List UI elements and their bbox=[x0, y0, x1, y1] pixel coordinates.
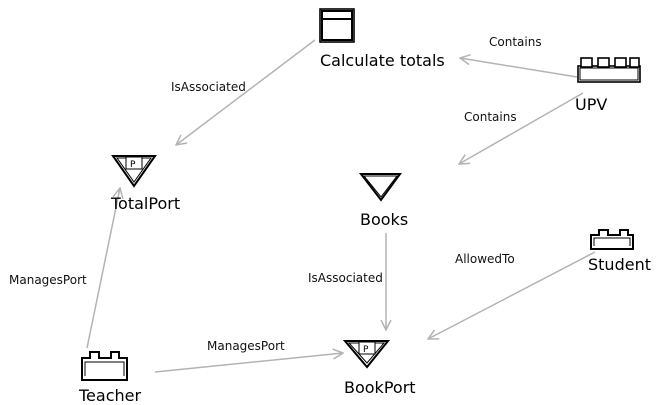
triangle-icon bbox=[358, 173, 402, 202]
edge-label-student-bookport: AllowedTo bbox=[455, 252, 515, 266]
node-bookport[interactable]: P BookPort bbox=[342, 340, 416, 397]
node-label-calculate-totals: Calculate totals bbox=[320, 51, 445, 70]
edge-label-books-bookport: IsAssociated bbox=[308, 271, 383, 285]
edge-label-teacher-bookport: ManagesPort bbox=[207, 339, 285, 353]
node-label-teacher: Teacher bbox=[78, 386, 141, 405]
node-label-books: Books bbox=[360, 210, 408, 229]
edge-upv-books[interactable] bbox=[459, 92, 584, 164]
node-student[interactable]: Student bbox=[588, 229, 651, 274]
edge-teacher-bookport[interactable] bbox=[154, 353, 343, 373]
node-label-student: Student bbox=[588, 255, 651, 274]
port-icon: P bbox=[342, 340, 391, 369]
node-label-totalport: TotalPort bbox=[110, 194, 180, 213]
edge-label-teacher-totalport: ManagesPort bbox=[9, 273, 87, 287]
port-icon: P bbox=[111, 155, 157, 188]
edge-label-upv-calc: Contains bbox=[489, 35, 542, 49]
role-icon bbox=[590, 229, 634, 250]
port-marker-bookport: P bbox=[363, 345, 369, 355]
node-totalport[interactable]: P TotalPort bbox=[110, 155, 180, 213]
node-upv[interactable]: UPV bbox=[575, 57, 641, 114]
node-teacher[interactable]: Teacher bbox=[78, 351, 141, 405]
node-label-upv: UPV bbox=[575, 95, 607, 114]
edge-label-upv-books: Contains bbox=[464, 110, 517, 124]
table-icon bbox=[319, 8, 355, 43]
edge-label-calc-totalport: IsAssociated bbox=[171, 80, 246, 94]
edge-teacher-totalport[interactable] bbox=[86, 188, 120, 349]
edge-upv-calculate-totals[interactable] bbox=[460, 58, 578, 78]
container-icon bbox=[577, 57, 641, 83]
node-calculate-totals[interactable]: Calculate totals bbox=[319, 8, 445, 70]
role-icon bbox=[81, 351, 128, 381]
node-books[interactable]: Books bbox=[358, 173, 408, 229]
edge-calculate-totals-totalport[interactable] bbox=[176, 39, 316, 145]
edge-student-bookport[interactable] bbox=[428, 251, 596, 339]
node-label-bookport: BookPort bbox=[344, 378, 416, 397]
port-marker-totalport: P bbox=[130, 160, 136, 170]
